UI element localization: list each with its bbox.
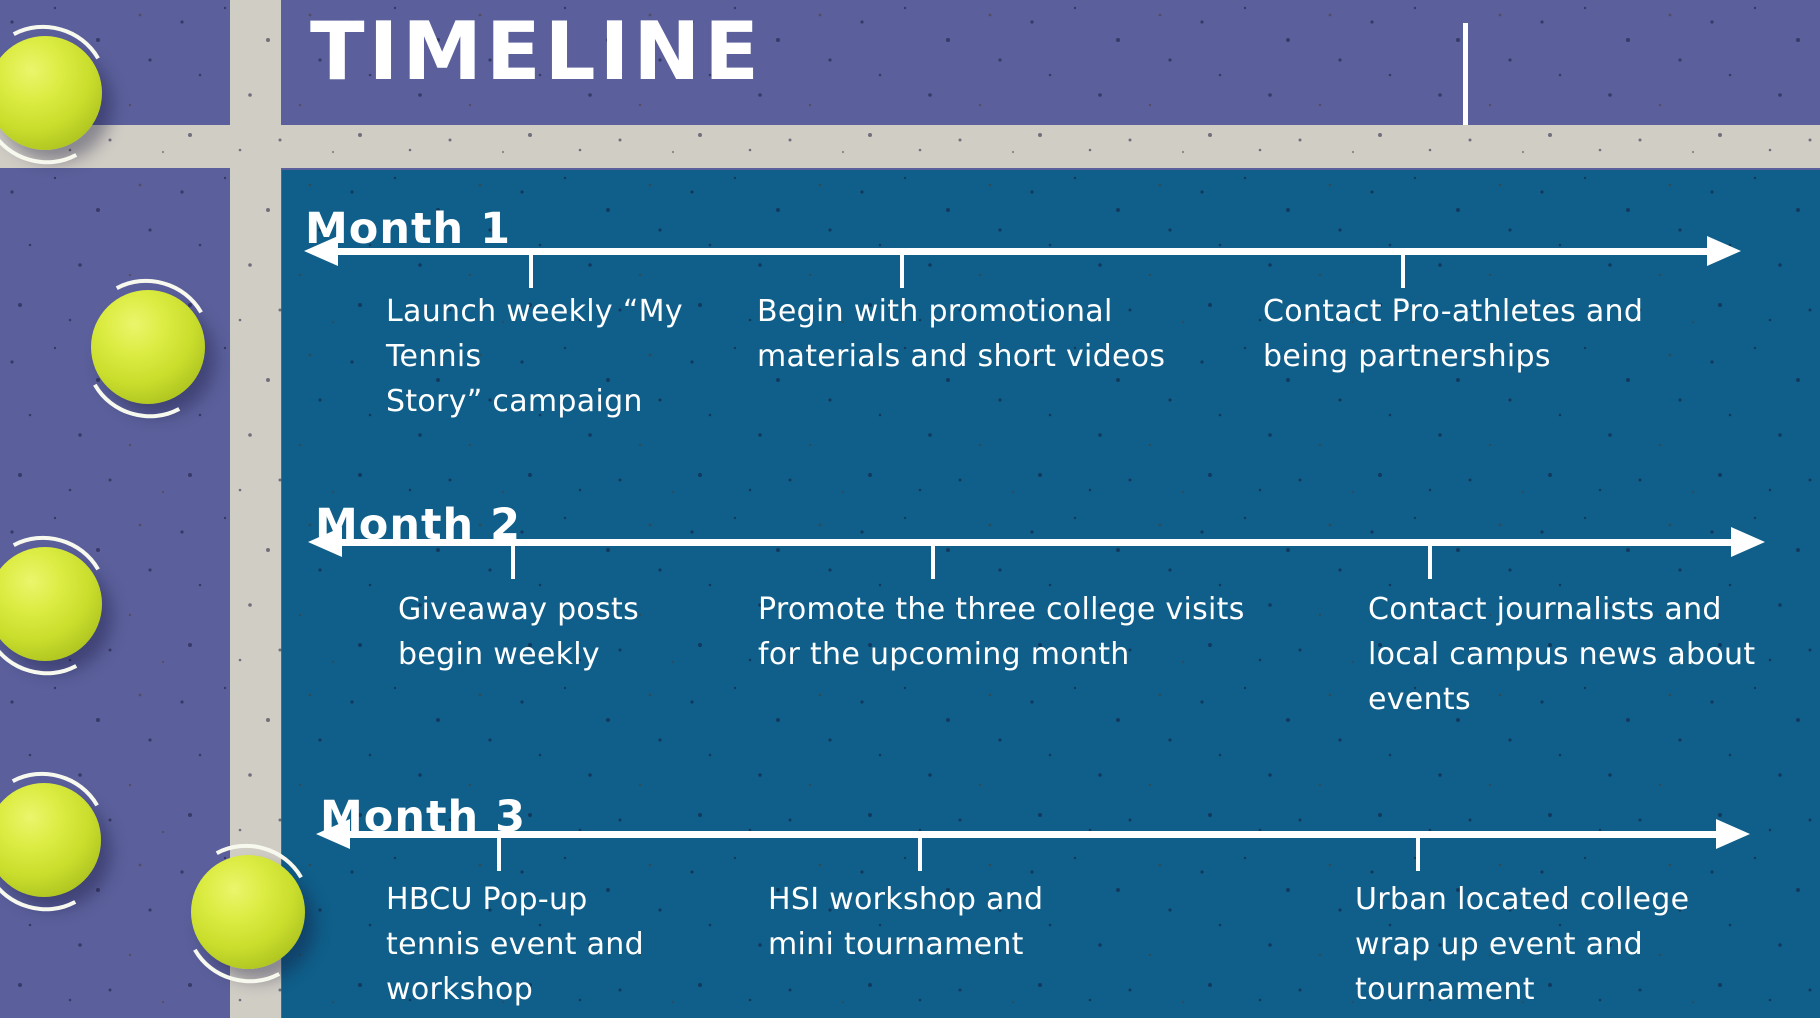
timeline-item-line: Contact journalists and — [1368, 592, 1722, 627]
month-3-tick-2 — [918, 836, 922, 871]
timeline-item-line: Contact Pro-athletes and — [1263, 294, 1644, 329]
timeline-item-line: HBCU Pop-up — [386, 882, 588, 917]
timeline-item-line: HSI workshop and — [768, 882, 1044, 917]
month-2-tick-3 — [1428, 544, 1432, 579]
timeline-item-line: Promote the three college visits — [758, 592, 1245, 627]
tennis-ball-icon — [0, 36, 102, 150]
timeline-item-line: Begin with promotional — [757, 294, 1113, 329]
court-horizontal-line — [0, 125, 1820, 168]
timeline-item-line: begin weekly — [398, 637, 600, 672]
timeline-item-line: local campus news about — [1368, 637, 1756, 672]
month-2-item-2: Promote the three college visits for the… — [758, 587, 1245, 677]
tennis-ball-icon — [0, 783, 101, 897]
month-2-item-3: Contact journalists and local campus new… — [1368, 587, 1755, 722]
page-title: TIMELINE — [310, 5, 763, 98]
timeline-item-line: for the upcoming month — [758, 637, 1130, 672]
tennis-ball-icon — [191, 855, 305, 969]
timeline-item-line: tennis event and — [386, 927, 644, 962]
tennis-ball-icon — [91, 290, 205, 404]
timeline-item-line: Story” campaign — [386, 384, 643, 419]
timeline-item-line: Urban located college — [1355, 882, 1690, 917]
timeline-item-line: wrap up event and — [1355, 927, 1643, 962]
timeline-item-line: Giveaway posts — [398, 592, 640, 627]
month-3-item-2: HSI workshop and mini tournament — [768, 877, 1043, 967]
month-1-tick-1 — [529, 253, 533, 288]
month-3-tick-3 — [1416, 836, 1420, 871]
month-1-tick-2 — [900, 253, 904, 288]
month-3-timeline-arrow — [316, 819, 1750, 849]
month-2-item-1: Giveaway posts begin weekly — [398, 587, 639, 677]
month-3-item-3: Urban located college wrap up event and … — [1355, 877, 1689, 1012]
timeline-item-line: being partnerships — [1263, 339, 1551, 374]
month-3-item-1: HBCU Pop-up tennis event and workshop — [386, 877, 644, 1012]
timeline-item-line: events — [1368, 682, 1471, 717]
month-1-item-1: Launch weekly “My Tennis Story” campaign — [386, 289, 683, 424]
court-service-line — [1463, 23, 1468, 125]
tennis-ball-icon — [0, 547, 102, 661]
month-2-timeline-arrow — [308, 527, 1765, 557]
month-1-timeline-arrow — [304, 236, 1741, 266]
month-1-tick-3 — [1401, 253, 1405, 288]
timeline-item-line: tournament — [1355, 972, 1535, 1007]
timeline-item-line: workshop — [386, 972, 534, 1007]
timeline-item-line: Tennis — [386, 339, 482, 374]
month-2-tick-2 — [931, 544, 935, 579]
timeline-item-line: mini tournament — [768, 927, 1024, 962]
month-3-tick-1 — [497, 836, 501, 871]
timeline-item-line: Launch weekly “My — [386, 294, 683, 329]
month-1-item-2: Begin with promotional materials and sho… — [757, 289, 1165, 379]
month-2-tick-1 — [511, 544, 515, 579]
timeline-item-line: materials and short videos — [757, 339, 1166, 374]
month-1-item-3: Contact Pro-athletes and being partnersh… — [1263, 289, 1643, 379]
